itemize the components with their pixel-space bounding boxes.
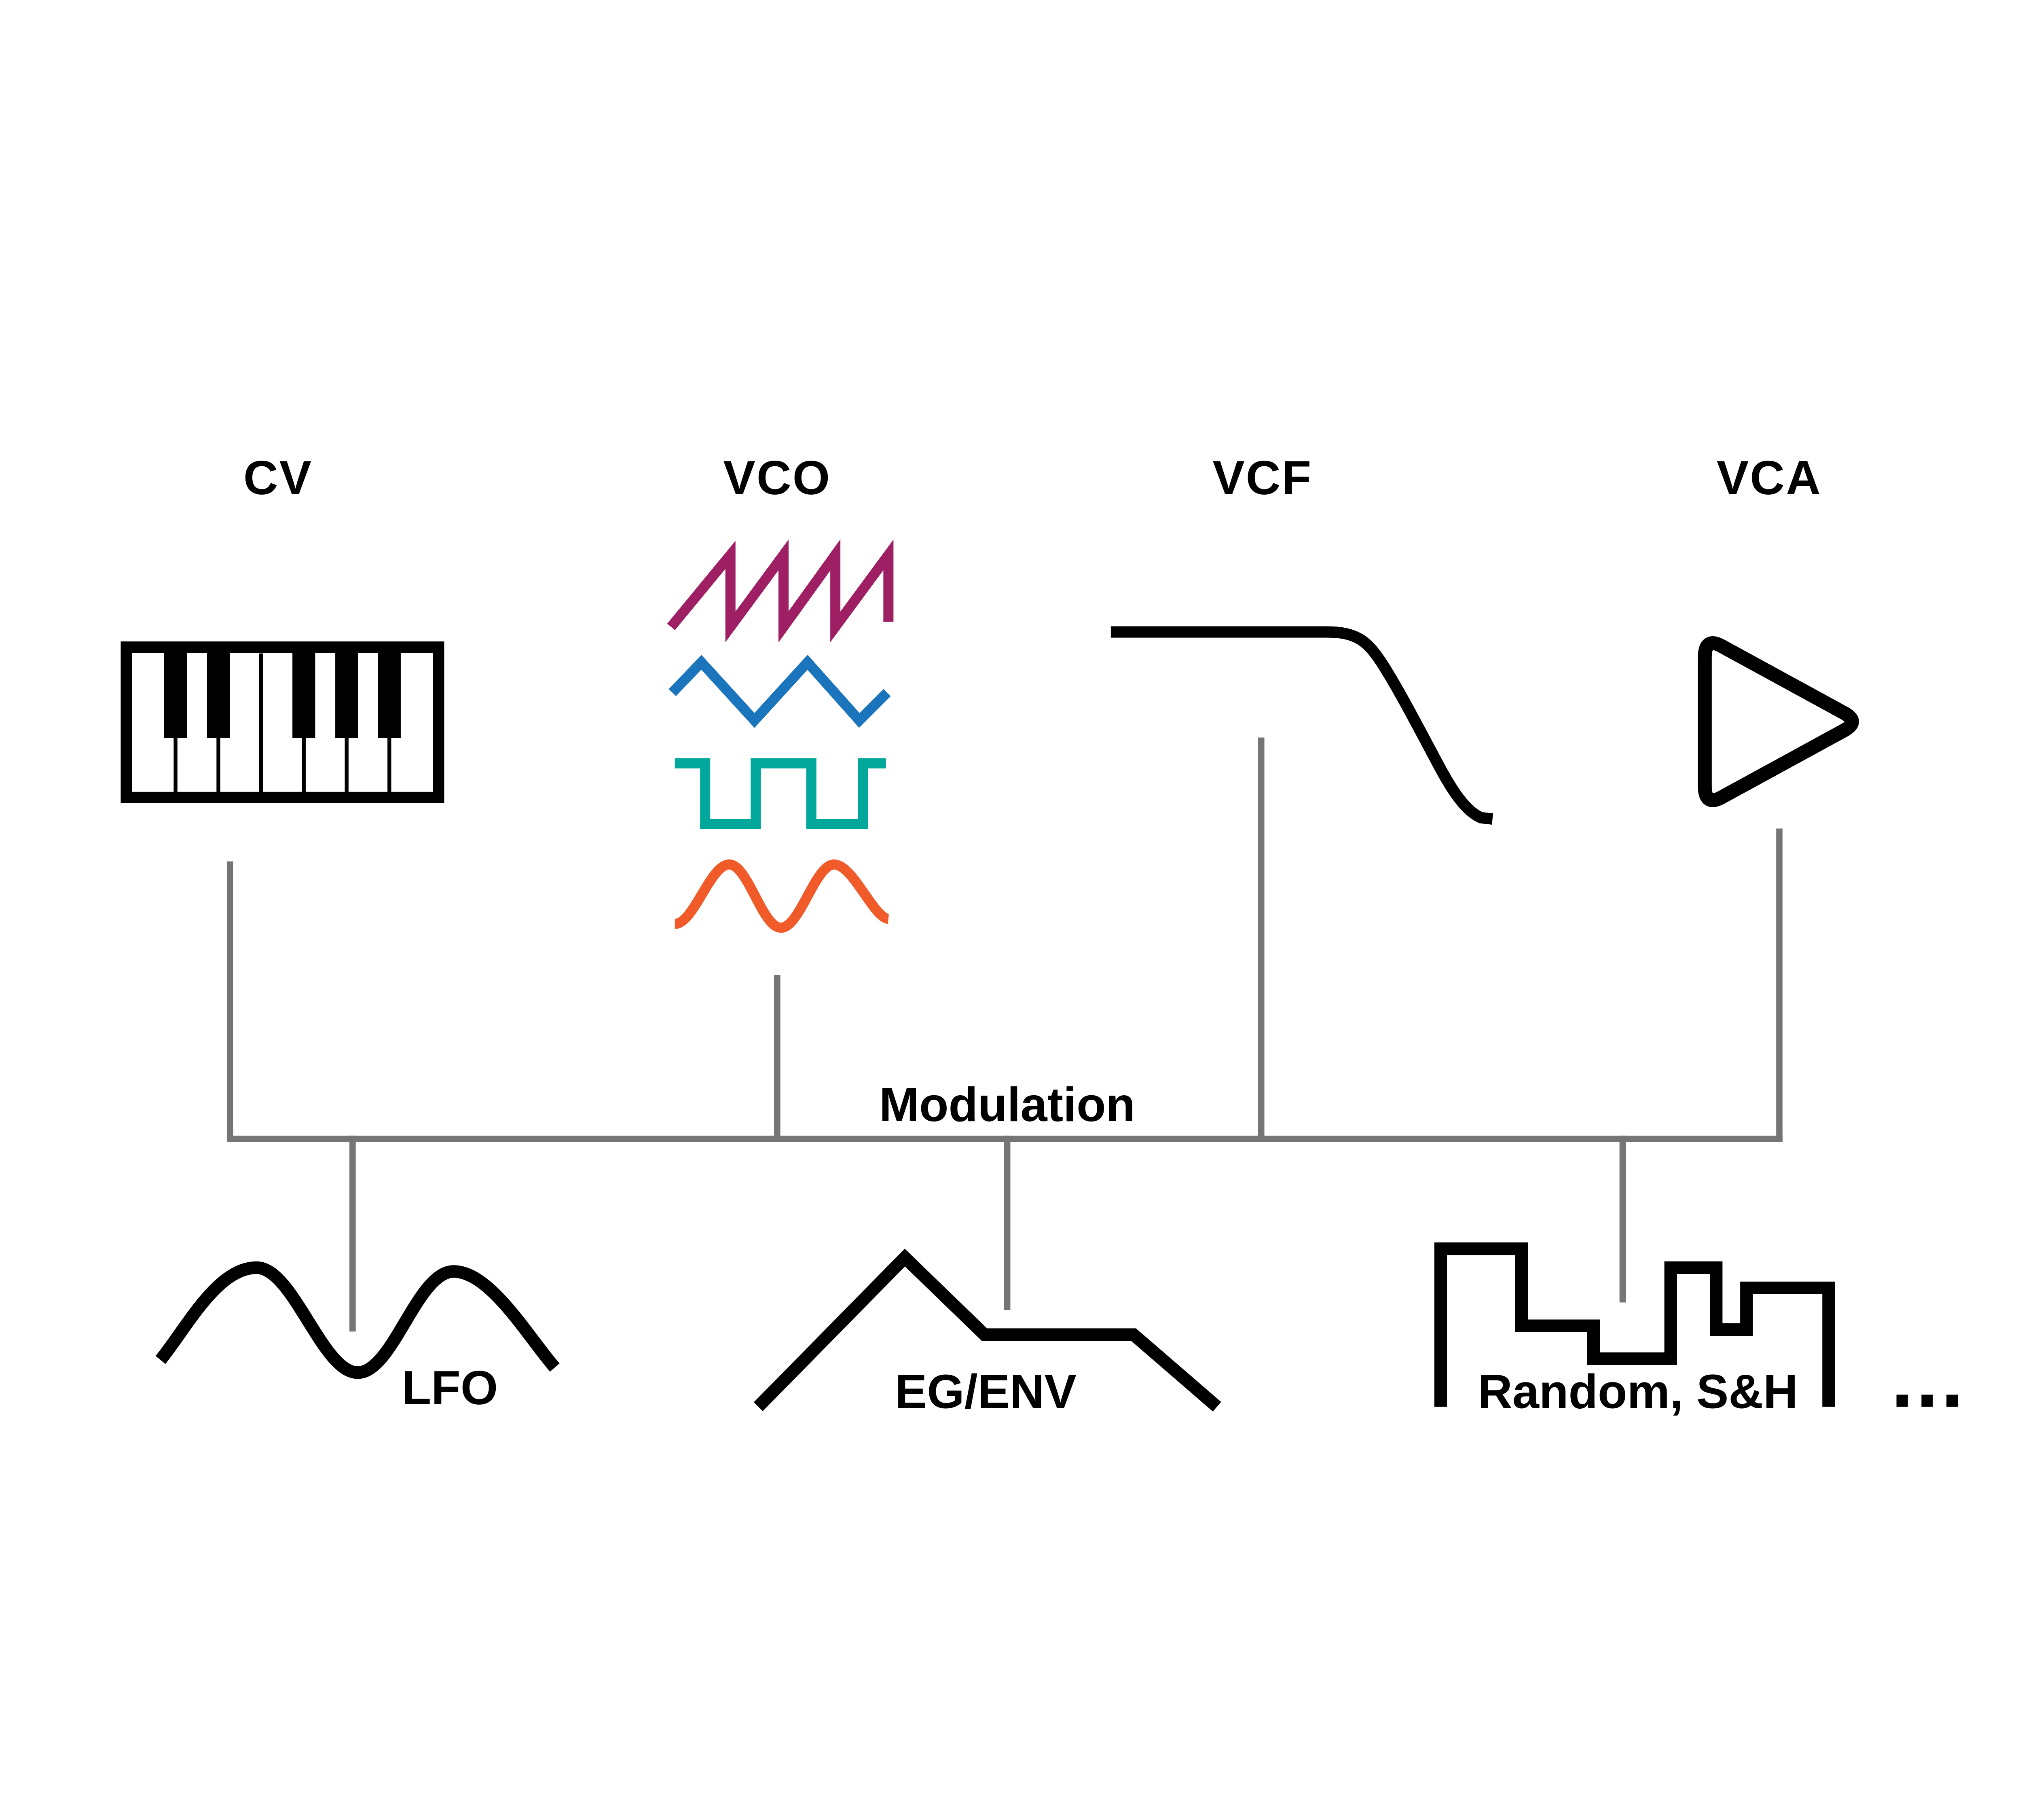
lfo-sine-wave-icon xyxy=(155,1261,560,1379)
vca-label: VCA xyxy=(1717,451,1822,505)
square-wave-icon xyxy=(675,758,886,829)
modulation-bus-label: Modulation xyxy=(879,1078,1135,1132)
black-key xyxy=(292,652,315,738)
play-triangle-icon xyxy=(1698,636,1859,807)
lfo-label: LFO xyxy=(402,1361,498,1415)
black-key xyxy=(378,652,401,738)
cv-label: CV xyxy=(243,451,313,505)
piano-keyboard-icon xyxy=(121,641,444,803)
vcf-label: VCF xyxy=(1212,451,1312,505)
random-module: Random, S&H xyxy=(1434,1242,1835,1418)
vco-module: VCO xyxy=(667,451,894,933)
cv-module: CV xyxy=(121,451,444,803)
modulation-bus xyxy=(226,737,1783,1332)
black-key xyxy=(164,652,187,738)
sine-wave-icon xyxy=(674,859,890,933)
triangle-wave-icon xyxy=(668,654,891,728)
envelope-shape-icon xyxy=(753,1249,1221,1412)
vcf-module: VCF xyxy=(1110,451,1493,825)
lfo-module: LFO xyxy=(155,1261,560,1415)
vca-module: VCA xyxy=(1698,451,1859,807)
lowpass-filter-curve-icon xyxy=(1110,626,1493,825)
random-label: Random, S&H xyxy=(1478,1365,1798,1418)
eg-module: EG/ENV xyxy=(753,1249,1221,1418)
ellipsis-more-sources: ... xyxy=(1891,1334,1966,1424)
black-key xyxy=(207,652,230,738)
eg-label: EG/ENV xyxy=(895,1365,1077,1418)
sawtooth-wave-icon xyxy=(667,539,894,643)
stepped-random-wave-icon xyxy=(1434,1242,1835,1407)
vco-label: VCO xyxy=(723,451,831,505)
black-key xyxy=(335,652,358,738)
